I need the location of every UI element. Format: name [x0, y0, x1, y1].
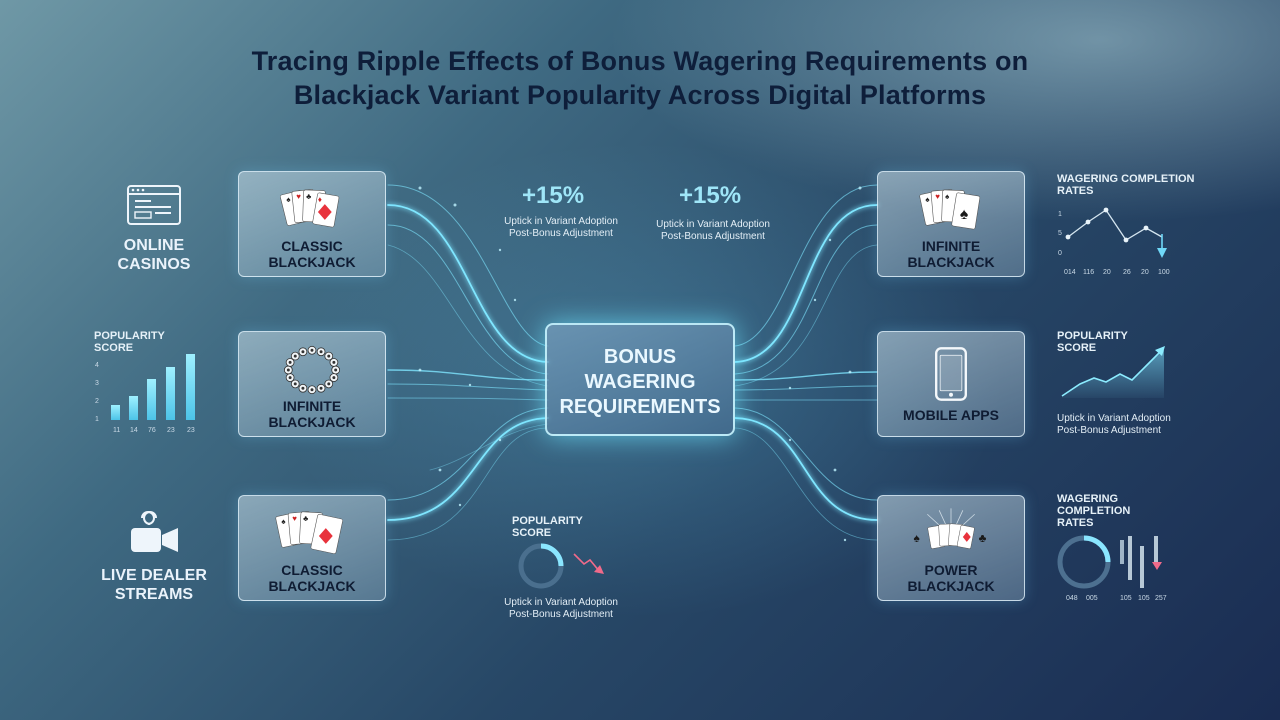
- down-arrow-icon: [1157, 234, 1167, 258]
- wagering-line-chart: [1065, 207, 1167, 258]
- page-title: Tracing Ripple Effects of Bonus Wagering…: [0, 44, 1280, 112]
- bar-1: [111, 405, 120, 420]
- popularity-donut-chart: [518, 543, 604, 589]
- bar-5: [186, 354, 195, 420]
- svg-text:♠: ♠: [914, 531, 920, 545]
- card-label: CLASSIC BLACKJACK: [268, 238, 356, 270]
- platform-live-dealer-streams: LIVE DEALER STREAMS: [101, 567, 207, 603]
- ripple-connectors: [386, 184, 879, 541]
- bar-2: [129, 396, 138, 420]
- stat-caption-right: Uptick in Variant Adoption Post-Bonus Ad…: [656, 219, 770, 242]
- svg-text:♥: ♥: [296, 192, 301, 201]
- stat-caption-left: Uptick in Variant Adoption Post-Bonus Ad…: [504, 216, 618, 239]
- smartphone-icon: [935, 347, 967, 401]
- svg-text:♥: ♥: [935, 192, 940, 201]
- svg-text:♠: ♠: [960, 206, 968, 223]
- svg-text:♥: ♥: [292, 514, 297, 523]
- down-arrow-icon: [1152, 562, 1162, 570]
- popularity-bar-chart: [111, 354, 195, 420]
- svg-text:♣: ♣: [306, 192, 311, 201]
- card-infinite-blackjack-left: INFINITE BLACKJACK: [238, 331, 386, 437]
- chip-ring-icon: [283, 345, 341, 395]
- spade-cards-icon: ♠ ♥ ♠ ♠: [919, 189, 981, 230]
- card-label: MOBILE APPS: [903, 407, 999, 423]
- center-node-bonus-wagering: BONUS WAGERING REQUIREMENTS: [545, 323, 735, 436]
- popularity-score-title-bottom: POPULARITY SCORE: [512, 515, 583, 539]
- title-line-2: Blackjack Variant Popularity Across Digi…: [293, 80, 987, 110]
- video-camera-icon: [131, 511, 178, 552]
- svg-text:♠: ♠: [945, 192, 949, 201]
- title-line-1: Tracing Ripple Effects of Bonus Wagering…: [251, 46, 1029, 76]
- playing-cards-icon: ♠ ♥ ♣: [275, 511, 343, 554]
- area-caption: Uptick in Variant Adoption Post-Bonus Ad…: [1057, 413, 1171, 436]
- card-classic-blackjack-top: ♠ ♥ ♣ ♦ CLASSIC BLACKJACK: [238, 171, 386, 277]
- svg-text:♠: ♠: [925, 195, 929, 204]
- bar-3: [147, 379, 156, 420]
- svg-text:♣: ♣: [979, 531, 987, 545]
- trend-down-arrow-icon: [573, 553, 604, 574]
- svg-text:♠: ♠: [281, 517, 285, 526]
- wagering-donut-bar-chart: [1057, 535, 1162, 589]
- card-power-blackjack: ♠ ♣ POWER BLACKJACK: [877, 495, 1025, 601]
- card-fan-icon: ♠ ♣: [914, 508, 987, 549]
- bar-4: [166, 367, 175, 420]
- trend-up-arrow-icon: [1155, 346, 1165, 356]
- browser-window-icon: [127, 185, 181, 225]
- center-node-label: BONUS WAGERING REQUIREMENTS: [559, 346, 721, 418]
- svg-text:♣: ♣: [303, 514, 308, 523]
- wagering-completion-title-bottom: WAGERING COMPLETION RATES: [1057, 493, 1131, 529]
- popularity-score-title-left: POPULARITY SCORE: [94, 330, 165, 354]
- card-mobile-apps: MOBILE APPS: [877, 331, 1025, 437]
- popularity-area-chart: [1061, 346, 1165, 398]
- card-label: POWER BLACKJACK: [907, 562, 995, 594]
- card-label: INFINITE BLACKJACK: [268, 398, 356, 430]
- card-label: CLASSIC BLACKJACK: [268, 562, 356, 594]
- stat-value-right: +15%: [679, 182, 742, 209]
- stat-value-left: +15%: [522, 182, 585, 209]
- card-infinite-blackjack-right: ♠ ♥ ♠ ♠ INFINITE BLACKJACK: [877, 171, 1025, 277]
- svg-text:♦: ♦: [318, 195, 322, 204]
- card-classic-blackjack-bottom: ♠ ♥ ♣ CLASSIC BLACKJACK: [238, 495, 386, 601]
- wagering-completion-title-top: WAGERING COMPLETION RATES: [1057, 173, 1195, 197]
- card-label: INFINITE BLACKJACK: [907, 238, 995, 270]
- donut-caption: Uptick in Variant Adoption Post-Bonus Ad…: [504, 597, 618, 620]
- playing-cards-icon: ♠ ♥ ♣ ♦: [280, 189, 340, 228]
- platform-online-casinos: ONLINE CASINOS: [117, 237, 191, 273]
- ripple-dots: [418, 186, 862, 542]
- popularity-score-title-right: POPULARITY SCORE: [1057, 330, 1128, 354]
- svg-text:♠: ♠: [286, 195, 290, 204]
